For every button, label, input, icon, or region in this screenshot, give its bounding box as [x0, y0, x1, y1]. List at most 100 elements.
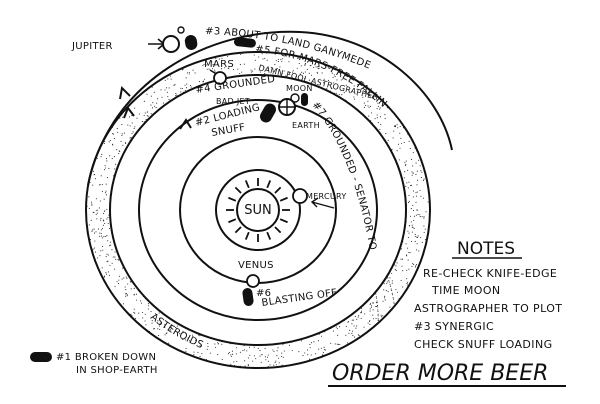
asteroid-dot: [376, 297, 378, 299]
asteroid-dot: [282, 344, 284, 346]
asteroid-dot: [392, 137, 394, 139]
asteroid-dot: [150, 310, 152, 313]
asteroid-dot: [353, 96, 355, 98]
asteroid-dot: [421, 216, 423, 218]
asteroid-dot: [417, 236, 419, 238]
asteroid-dot: [304, 64, 306, 66]
asteroid-dot: [130, 313, 132, 315]
asteroid-dot: [419, 165, 421, 167]
asteroid-dot: [410, 241, 413, 243]
asteroid-dot: [164, 79, 166, 81]
asteroid-dot: [217, 343, 220, 345]
asteroid-dot: [379, 107, 381, 109]
asteroid-dot: [100, 219, 102, 221]
asteroid-dot: [384, 295, 386, 297]
asteroid-dot: [236, 360, 238, 362]
asteroid-dot: [121, 278, 123, 280]
asteroid-dot: [249, 354, 251, 356]
asteroid-dot: [114, 168, 116, 170]
asteroid-dot: [419, 189, 421, 191]
asteroid-dot: [104, 210, 106, 212]
asteroid-dot: [237, 68, 239, 70]
asteroid-dot: [375, 317, 377, 319]
notes-item-2: TIME MOON: [431, 284, 501, 297]
asteroid-dot: [407, 281, 409, 283]
asteroid-dot: [335, 326, 337, 328]
asteroid-dot: [419, 216, 421, 218]
asteroid-dot: [401, 265, 403, 267]
asteroid-dot: [408, 140, 410, 142]
asteroid-dot: [406, 282, 408, 285]
asteroid-dot: [243, 63, 245, 65]
asteroid-dot: [281, 72, 283, 74]
asteroid-dot: [423, 217, 425, 219]
asteroid-dot: [101, 153, 103, 156]
asteroid-dot: [308, 358, 311, 360]
asteroid-dot: [144, 313, 146, 315]
asteroid-dot: [214, 346, 217, 348]
asteroid-dot: [299, 73, 301, 75]
asteroid-dot: [259, 355, 261, 357]
asteroid-dot: [100, 217, 102, 219]
asteroid-dot: [311, 74, 313, 76]
asteroid-dot: [101, 267, 103, 269]
asteroid-dot: [88, 207, 90, 209]
asteroid-dot: [267, 68, 269, 70]
asteroid-dot: [252, 70, 254, 72]
asteroid-dot: [379, 108, 381, 110]
asteroid-dot: [405, 243, 407, 245]
asteroid-dot: [280, 58, 282, 61]
asteroid-dot: [384, 297, 386, 299]
asteroid-dot: [388, 281, 390, 283]
asteroid-dot: [419, 214, 421, 216]
asteroid-dot: [343, 92, 345, 94]
jupiter-orbit-arrow: [119, 85, 131, 100]
asteroid-dot: [164, 326, 166, 328]
asteroid-dot: [107, 240, 109, 242]
asteroid-dot: [415, 162, 417, 164]
asteroid-dot: [118, 275, 121, 277]
asteroid-dot: [171, 325, 173, 327]
asteroid-dot: [418, 159, 420, 161]
asteroid-dot: [115, 258, 117, 260]
asteroid-dot: [104, 165, 106, 167]
asteroid-dot: [232, 60, 234, 62]
asteroid-dot: [188, 73, 190, 75]
asteroid-dot: [376, 300, 378, 302]
asteroid-dot: [363, 326, 365, 328]
asteroid-dot: [157, 328, 159, 330]
asteroid-dot: [89, 181, 91, 184]
asteroid-dot: [160, 89, 162, 91]
asteroid-dot: [138, 312, 140, 314]
asteroid-dot: [93, 174, 95, 176]
asteroid-dot: [113, 156, 115, 158]
asteroid-dot: [264, 73, 266, 75]
asteroid-dot: [377, 102, 379, 104]
asteroid-dot: [408, 252, 410, 254]
asteroid-dot: [182, 338, 184, 341]
asteroid-dot: [262, 58, 264, 60]
asteroid-dot: [331, 69, 333, 71]
asteroid-dot: [91, 230, 93, 232]
asteroid-dot: [147, 303, 149, 305]
asteroid-dot: [95, 198, 97, 200]
asteroid-dot: [105, 183, 107, 185]
asteroid-dot: [389, 306, 391, 308]
asteroid-dot: [276, 355, 278, 357]
asteroid-dot: [151, 320, 153, 322]
asteroid-dot: [164, 334, 166, 336]
asteroid-dot: [275, 364, 277, 366]
asteroid-dot: [107, 260, 109, 262]
asteroid-dot: [391, 272, 393, 274]
asteroid-dot: [142, 317, 144, 319]
asteroid-dot: [247, 357, 249, 359]
mercury-orbit: [215, 169, 301, 251]
asteroid-dot: [412, 262, 414, 264]
asteroid-dot: [243, 349, 245, 351]
asteroid-dot: [259, 350, 261, 352]
asteroid-dot: [179, 332, 181, 335]
asteroid-dot: [415, 214, 417, 216]
asteroid-dot: [356, 325, 358, 327]
asteroid-dot: [244, 365, 246, 367]
asteroid-dot: [296, 57, 299, 59]
